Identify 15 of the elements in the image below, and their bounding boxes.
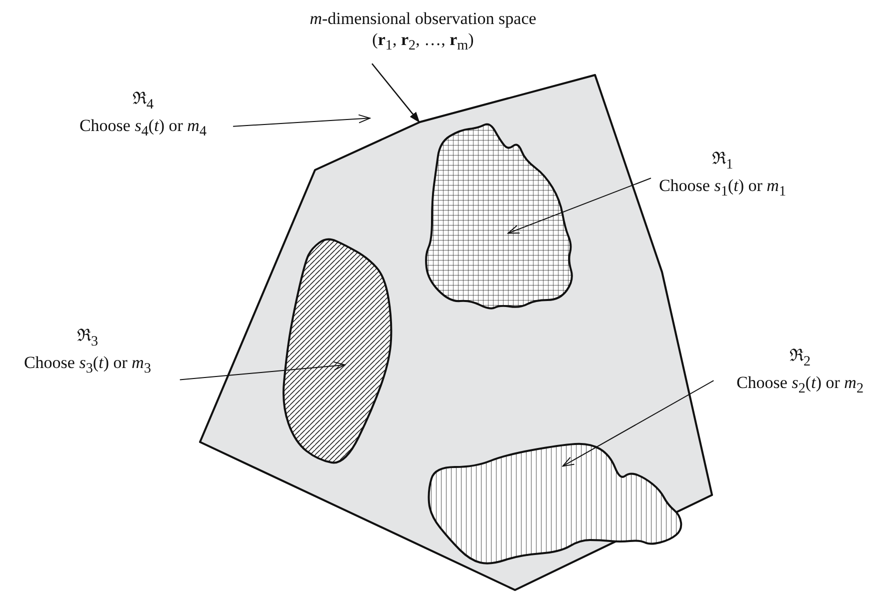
region-symbol: ℜ$_{4}$ [131,88,155,114]
caption-text: m-dimensional observation space [308,8,538,29]
vector-label: (r$_{1}$, r$_{2}$, …, r$_{m}$) [371,29,475,56]
decision-rule: Choose s$_{1}$(t) or m$_{1}$ [658,175,788,202]
arrow [179,361,346,380]
region-symbol: ℜ$_{1}$ [710,148,734,174]
decision-rule: Choose s$_{2}$(t) or m$_{2}$ [735,372,865,399]
arrow [508,178,652,234]
region-symbol: ℜ$_{2}$ [788,345,812,372]
decision-rule: Choose s$_{4}$(t) or m$_{4}$ [78,115,208,142]
region-symbol: ℜ$_{3}$ [76,325,100,352]
decision-rule: Choose s$_{3}$(t) or m$_{3}$ [22,352,152,379]
arrow [232,114,370,127]
arrow [562,380,714,467]
leader-arrow [372,63,420,124]
